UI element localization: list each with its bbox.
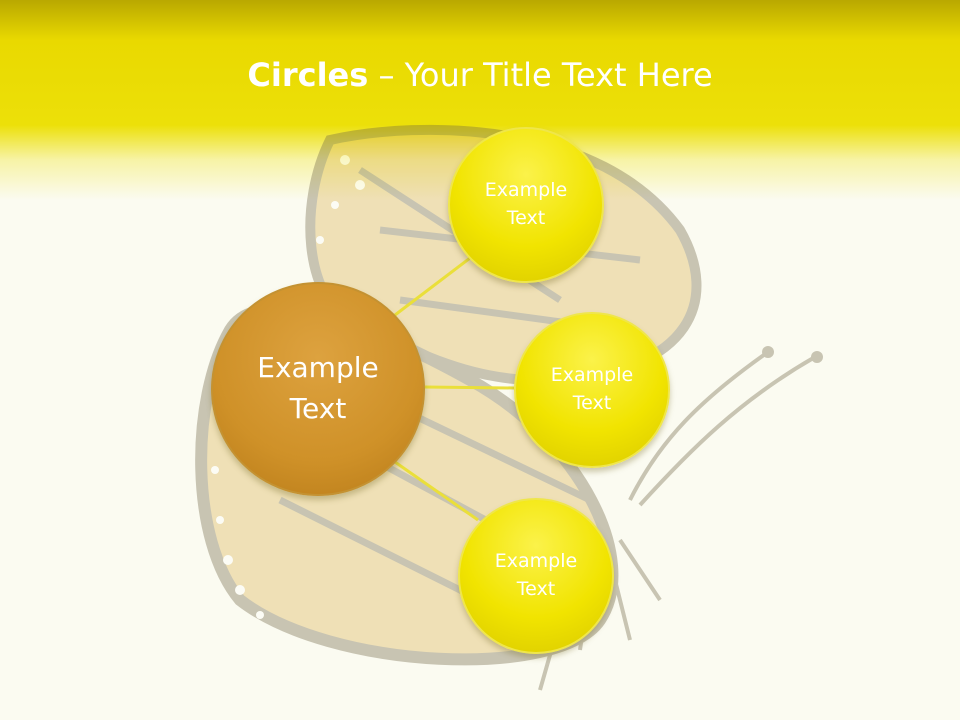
node-label-3: Example Text xyxy=(494,550,578,600)
node-circle-2: Example Text xyxy=(514,312,670,468)
slide-title: Circles – Your Title Text Here xyxy=(0,56,960,94)
connector-line xyxy=(394,250,479,317)
node-circle-3: Example Text xyxy=(458,498,614,654)
center-circle: Example Text xyxy=(211,282,425,496)
title-rest: – Your Title Text Here xyxy=(368,56,713,94)
node-circle-1: Example Text xyxy=(448,127,604,283)
connector-line xyxy=(424,385,515,390)
center-circle-label: Example Text xyxy=(257,351,379,425)
node-label-2: Example Text xyxy=(550,364,634,414)
connector-line xyxy=(394,460,479,522)
node-label-1: Example Text xyxy=(484,179,568,229)
title-bold: Circles xyxy=(247,56,369,94)
